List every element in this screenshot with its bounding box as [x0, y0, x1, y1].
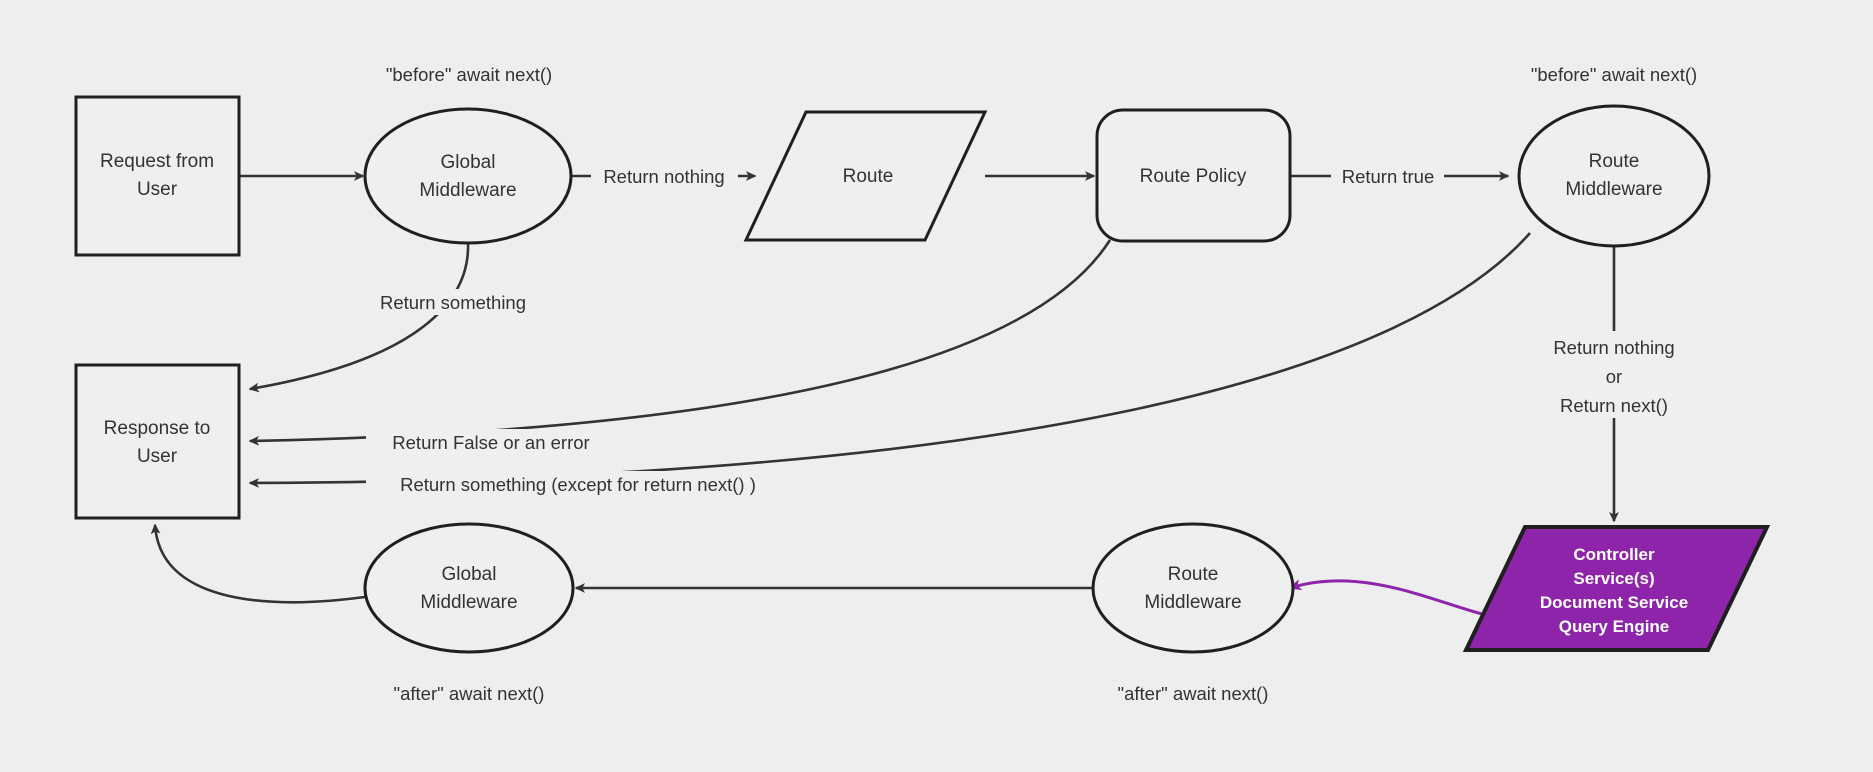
node-global-middleware-top[interactable] — [363, 107, 573, 245]
node-response-to-user-line1: Response to — [104, 418, 211, 439]
node-response-to-user-line2: User — [137, 446, 178, 467]
node-route-middleware-bottom-line2: Middleware — [1144, 592, 1241, 613]
edge-label-return-nothing-or-next-line1: Return nothing — [1553, 337, 1674, 358]
note-before-await-next-left: "before" await next() — [386, 64, 552, 85]
node-controller-line1: Controller — [1573, 545, 1655, 564]
node-route-middleware-top[interactable] — [1517, 104, 1711, 248]
node-route-policy-label: Route Policy — [1140, 166, 1247, 187]
node-route[interactable] — [743, 110, 988, 242]
edge-label-return-true-bg — [1331, 163, 1444, 189]
edge-label-return-nothing-bg — [591, 163, 738, 189]
node-route-label: Route — [843, 166, 894, 187]
node-request-from-user[interactable] — [74, 95, 241, 257]
node-route-policy[interactable] — [1095, 108, 1292, 243]
node-controller-services[interactable] — [1462, 525, 1771, 652]
node-request-from-user-line1: Request from — [100, 151, 214, 172]
node-controller-line3: Document Service — [1540, 593, 1688, 612]
node-controller-line4: Query Engine — [1559, 617, 1670, 636]
node-controller-line2: Service(s) — [1573, 569, 1654, 588]
node-route-middleware-bottom-line1: Route — [1168, 564, 1219, 585]
edge-label-return-nothing: Return nothing — [603, 166, 724, 187]
edge-label-return-something: Return something — [380, 292, 526, 313]
edge-label-return-false-bg — [366, 429, 617, 455]
edge-label-return-nothing-or-next-line2: or — [1606, 366, 1622, 387]
note-after-await-next-right: "after" await next() — [1118, 683, 1269, 704]
note-after-await-next-left: "after" await next() — [394, 683, 545, 704]
edge-label-return-false-or-error: Return False or an error — [392, 432, 589, 453]
edge-global-middleware-return-something — [248, 242, 470, 393]
edge-label-return-something-except: Return something (except for return next… — [400, 474, 756, 495]
node-global-middleware-bottom-line2: Middleware — [420, 592, 517, 613]
node-global-middleware-bottom[interactable] — [363, 522, 575, 654]
edge-label-return-nothing-or-next-line3: Return next() — [1560, 395, 1668, 416]
node-route-middleware-bottom[interactable] — [1091, 522, 1295, 654]
edge-global-middleware-bottom-to-response — [150, 523, 373, 604]
edge-label-return-true: Return true — [1342, 166, 1435, 187]
edge-label-return-nothing-or-next-bg — [1528, 331, 1700, 418]
edge-route-policy-return-false — [248, 239, 1112, 446]
edge-controller-to-route-middleware-bottom — [1288, 579, 1483, 616]
node-response-to-user[interactable] — [74, 363, 241, 520]
node-request-from-user-line2: User — [137, 179, 178, 200]
edge-label-return-something-except-bg — [366, 471, 791, 497]
edge-label-return-something-bg — [365, 289, 540, 315]
node-global-middleware-top-line2: Middleware — [419, 180, 516, 201]
node-global-middleware-top-line1: Global — [441, 152, 496, 173]
node-route-middleware-top-line1: Route — [1589, 151, 1640, 172]
note-before-await-next-right: "before" await next() — [1531, 64, 1697, 85]
node-global-middleware-bottom-line1: Global — [442, 564, 497, 585]
node-route-middleware-top-line2: Middleware — [1565, 179, 1662, 200]
